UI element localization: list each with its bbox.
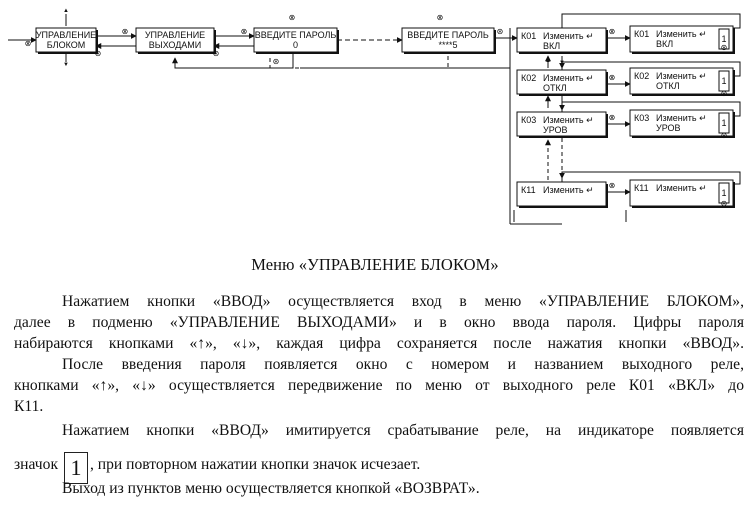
relay-change-label: Изменить ↵	[656, 113, 707, 123]
relay-name: ВКЛ	[543, 41, 560, 51]
enter-button-icon: ⊗	[241, 27, 248, 36]
paragraph-1-line-1: Нажатием кнопки «ВВОД» осуществляется вх…	[62, 293, 744, 310]
box-line-1: ВВЕДИТЕ ПАРОЛЬ	[255, 30, 337, 40]
enter-button-icon: ⊗	[609, 181, 616, 190]
enter-button-icon: ⊗	[609, 27, 616, 36]
up-arrow-icon: ▲	[63, 8, 69, 14]
box-line-1: УПРАВЛЕНИЕ	[36, 30, 96, 40]
down-arrow-icon: ▼	[63, 62, 69, 68]
box-k03b: К03 Изменить ↵УРОВ 1	[629, 109, 735, 138]
box-line-2: 0	[293, 40, 298, 50]
paragraph-1-line-2: далее в подменю «УПРАВЛЕНИЕ ВЫХОДАМИ» и …	[14, 314, 744, 331]
down-arrow-icon: ▼	[559, 60, 565, 66]
box-line-2: БЛОКОМ	[47, 40, 85, 50]
paragraph-1-line-3: набираются кнопками «↑», «↓», каждая циф…	[14, 335, 744, 352]
paragraph-4-line-1: Выход из пунктов меню осуществляется кно…	[62, 480, 480, 497]
return-button-icon: ⊛	[497, 27, 504, 36]
relay-name: ОТКЛ	[656, 81, 680, 91]
enter-button-icon: ⊗	[437, 13, 444, 22]
relay-change-label: Изменить ↵	[656, 29, 707, 39]
box-k02b: К02 Изменить ↵ОТКЛ 1	[629, 67, 735, 96]
return-button-icon: ⊛	[273, 57, 280, 66]
relay-indicator-icon: 1	[721, 34, 726, 44]
relay-number: К03	[634, 113, 649, 123]
relay-change-label: Изменить ↵	[543, 185, 594, 195]
relay-number: К01	[634, 29, 649, 39]
relay-name: УРОВ	[656, 123, 681, 133]
paragraph-3-line-1: Нажатием кнопки «ВВОД» имитируется сраба…	[62, 422, 744, 439]
paragraph-3-text-b: , при повторном нажатии кнопки значок ис…	[89, 456, 421, 473]
relay-number: К02	[634, 71, 649, 81]
paragraph-2-line-3: К11.	[14, 398, 44, 415]
relay-change-label: Изменить ↵	[543, 73, 594, 83]
menu-flow-diagram: УПРАВЛЕНИЕБЛОКОМУПРАВЛЕНИЕВЫХОДАМИВВЕДИТ…	[8, 8, 741, 225]
box-line-1: ВВЕДИТЕ ПАРОЛЬ	[407, 30, 489, 40]
enter-button-icon: ⊗	[289, 13, 296, 22]
return-button-icon: ⊛	[721, 89, 728, 98]
box-pass5: ВВЕДИТЕ ПАРОЛЬ****5	[401, 27, 496, 54]
enter-button-icon: ⊗	[609, 73, 616, 82]
relay-change-label: Изменить ↵	[656, 183, 707, 193]
relay-name: ВКЛ	[656, 39, 673, 49]
return-button-icon: ⊛	[95, 49, 102, 58]
relay-number: К11	[521, 185, 536, 195]
up-arrow-icon: ▲	[545, 58, 551, 64]
box-k03: К03 Изменить ↵УРОВ	[516, 111, 608, 138]
paragraph-2-line-2: кнопками «↑», «↓» осуществляется передви…	[14, 377, 744, 394]
box-k11b: К11 Изменить ↵ 1	[629, 179, 735, 208]
enter-button-icon: ⊗	[609, 113, 616, 122]
relay-change-label: Изменить ↵	[656, 71, 707, 81]
box-line-2: ****5	[438, 40, 457, 50]
relay-name: ОТКЛ	[543, 83, 567, 93]
enter-button-icon: ⊗	[122, 27, 129, 36]
box-k11: К11 Изменить ↵	[516, 181, 608, 208]
return-button-icon: ⊛	[721, 199, 728, 208]
paragraph-2-line-1: После введения пароля появляется окно с …	[62, 356, 744, 373]
relay-change-label: Изменить ↵	[543, 115, 594, 125]
box-k01b: К01 Изменить ↵ВКЛ 1	[629, 25, 735, 54]
relay-number: К11	[634, 183, 649, 193]
box-line-2: ВЫХОДАМИ	[149, 40, 202, 50]
relay-indicator-icon: 1	[721, 188, 726, 198]
relay-number: К03	[521, 115, 536, 125]
return-button-icon: ⊛	[213, 49, 220, 58]
relay-change-label: Изменить ↵	[543, 31, 594, 41]
relay-indicator-icon: 1	[63, 452, 88, 484]
relay-number: К02	[521, 73, 536, 83]
box-line-1: УПРАВЛЕНИЕ	[145, 30, 205, 40]
relay-name: УРОВ	[543, 125, 568, 135]
box-k02: К02 Изменить ↵ОТКЛ	[516, 69, 608, 96]
box-k01: К01 Изменить ↵ВКЛ	[516, 27, 608, 54]
relay-indicator-icon: 1	[721, 118, 726, 128]
relay-indicator-icon: 1	[721, 76, 726, 86]
paragraph-3-line-2: значок 1, при повторном нажатии кнопки з…	[14, 452, 744, 484]
figure-caption: Меню «УПРАВЛЕНИЕ БЛОКОМ»	[251, 255, 499, 274]
return-button-icon: ⊛	[721, 43, 728, 52]
paragraph-3-text-a: значок	[14, 456, 59, 473]
enter-button-icon: ⊗	[25, 39, 32, 48]
return-button-icon: ⊛	[721, 131, 728, 140]
relay-number: К01	[521, 31, 536, 41]
